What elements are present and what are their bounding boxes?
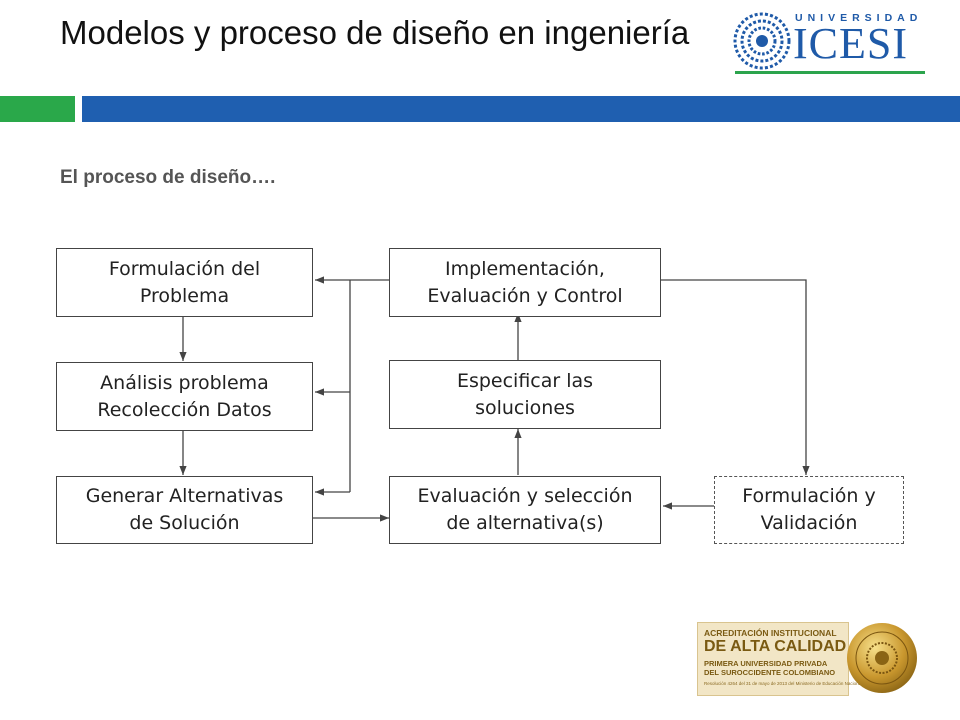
- logo-icesi-text: ICESI: [793, 19, 908, 68]
- logo-universidad-text: UNIVERSIDAD: [795, 12, 923, 24]
- slide-title: Modelos y proceso de diseño en ingenierí…: [60, 14, 690, 51]
- box-analisis-problema: Análisis problema Recolección Datos: [56, 362, 313, 431]
- badge-line-3a: PRIMERA UNIVERSIDAD PRIVADA: [704, 659, 828, 668]
- header-bar-blue: [82, 96, 960, 122]
- badge-line-1: ACREDITACIÓN INSTITUCIONAL: [704, 628, 837, 638]
- header-bar-green: [0, 96, 75, 122]
- sunburst-icon: [733, 12, 791, 70]
- gold-seal-icon: [847, 623, 917, 693]
- badge-line-3: PRIMERA UNIVERSIDAD PRIVADA DEL SUROCCID…: [704, 659, 835, 677]
- box-evaluacion-seleccion: Evaluación y selección de alternativa(s): [389, 476, 661, 544]
- box-generar-alternativas: Generar Alternativas de Solución: [56, 476, 313, 544]
- box-formulacion-problema: Formulación del Problema: [56, 248, 313, 317]
- accreditation-badge: ACREDITACIÓN INSTITUCIONAL DE ALTA CALID…: [697, 620, 919, 696]
- badge-line-2: DE ALTA CALIDAD: [704, 638, 847, 655]
- badge-plate: ACREDITACIÓN INSTITUCIONAL DE ALTA CALID…: [697, 622, 862, 696]
- logo-underline: [735, 71, 925, 74]
- badge-line-3b: DEL SUROCCIDENTE COLOMBIANO: [704, 668, 836, 677]
- box-especificar-soluciones: Especificar las soluciones: [389, 360, 661, 429]
- icesi-logo: UNIVERSIDAD ICESI: [733, 10, 925, 76]
- arrow-implementacion-to-validacion: [661, 279, 810, 475]
- box-formulacion-validacion: Formulación y Validación: [714, 476, 904, 544]
- section-subtitle: El proceso de diseño….: [60, 167, 276, 188]
- badge-line-4: Resolución 4264 del 31 de mayo de 2013 d…: [704, 681, 863, 686]
- box-implementacion: Implementación, Evaluación y Control: [389, 248, 661, 317]
